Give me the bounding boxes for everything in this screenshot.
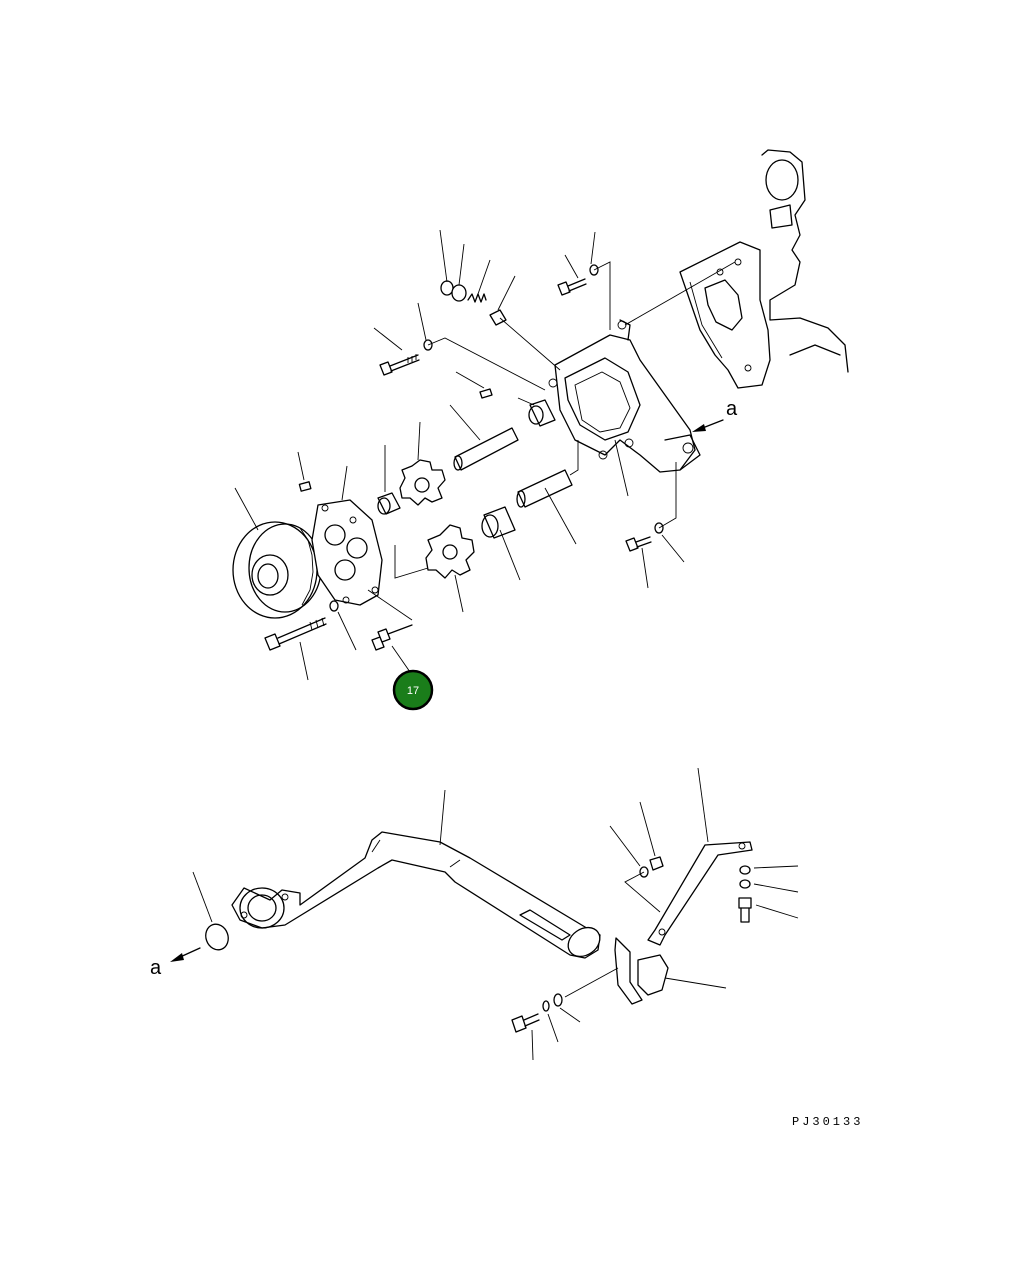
explode-lines-upper [367, 261, 677, 621]
washer-right-mid [654, 522, 664, 534]
washer-right-1 [739, 865, 751, 875]
snap-ring [440, 280, 454, 296]
plug-top [489, 309, 507, 326]
pin-top-left [298, 481, 312, 492]
pump-housing [548, 319, 701, 473]
bushing-mid [528, 399, 556, 427]
washer-bottom-2 [553, 993, 563, 1007]
washer-right-2 [739, 879, 751, 889]
washer-bottom-1 [542, 1000, 550, 1012]
washer-upper [423, 339, 433, 351]
view-label-upper: a [726, 398, 738, 420]
bolt-long-lower [264, 617, 327, 651]
nut-bracket [649, 856, 664, 871]
strainer-gasket [205, 923, 229, 951]
washer-bracket [639, 866, 649, 878]
shaft-upper [453, 427, 519, 471]
shaft-lower [516, 469, 573, 508]
spring [467, 293, 487, 303]
bolt-short-lower [371, 624, 413, 651]
drawing-code: PJ30133 [792, 1115, 863, 1129]
callout-17[interactable]: 17 [392, 669, 434, 711]
bolt-right-mid [625, 536, 652, 552]
rotor-lower [425, 524, 475, 579]
bolt-top-right [557, 278, 587, 296]
view-arrow-upper: a [692, 398, 738, 432]
dowel-pin [479, 388, 493, 399]
washer-top-right [589, 264, 599, 276]
callout-number: 17 [407, 685, 419, 697]
callout-leaders-upper [234, 229, 685, 681]
callout-circle[interactable] [392, 669, 434, 711]
view-label-lower: a [150, 957, 162, 979]
suction-pipe [231, 831, 601, 959]
bracket [614, 841, 753, 1005]
washer-lower [329, 600, 339, 612]
bushing-small [377, 492, 401, 515]
bolt-right-vertical [738, 897, 752, 923]
bolt-bottom [511, 1013, 540, 1033]
bolt-long-upper [379, 354, 420, 376]
leaders-lower [192, 767, 799, 1061]
bush-top [451, 284, 467, 302]
drive-gear [232, 521, 322, 619]
leader-line [624, 261, 736, 326]
bushing-lower [481, 506, 516, 539]
pump-cover [311, 499, 383, 606]
view-arrow-lower: a [150, 947, 201, 979]
rotor-upper [399, 459, 446, 506]
engine-block [679, 149, 849, 389]
